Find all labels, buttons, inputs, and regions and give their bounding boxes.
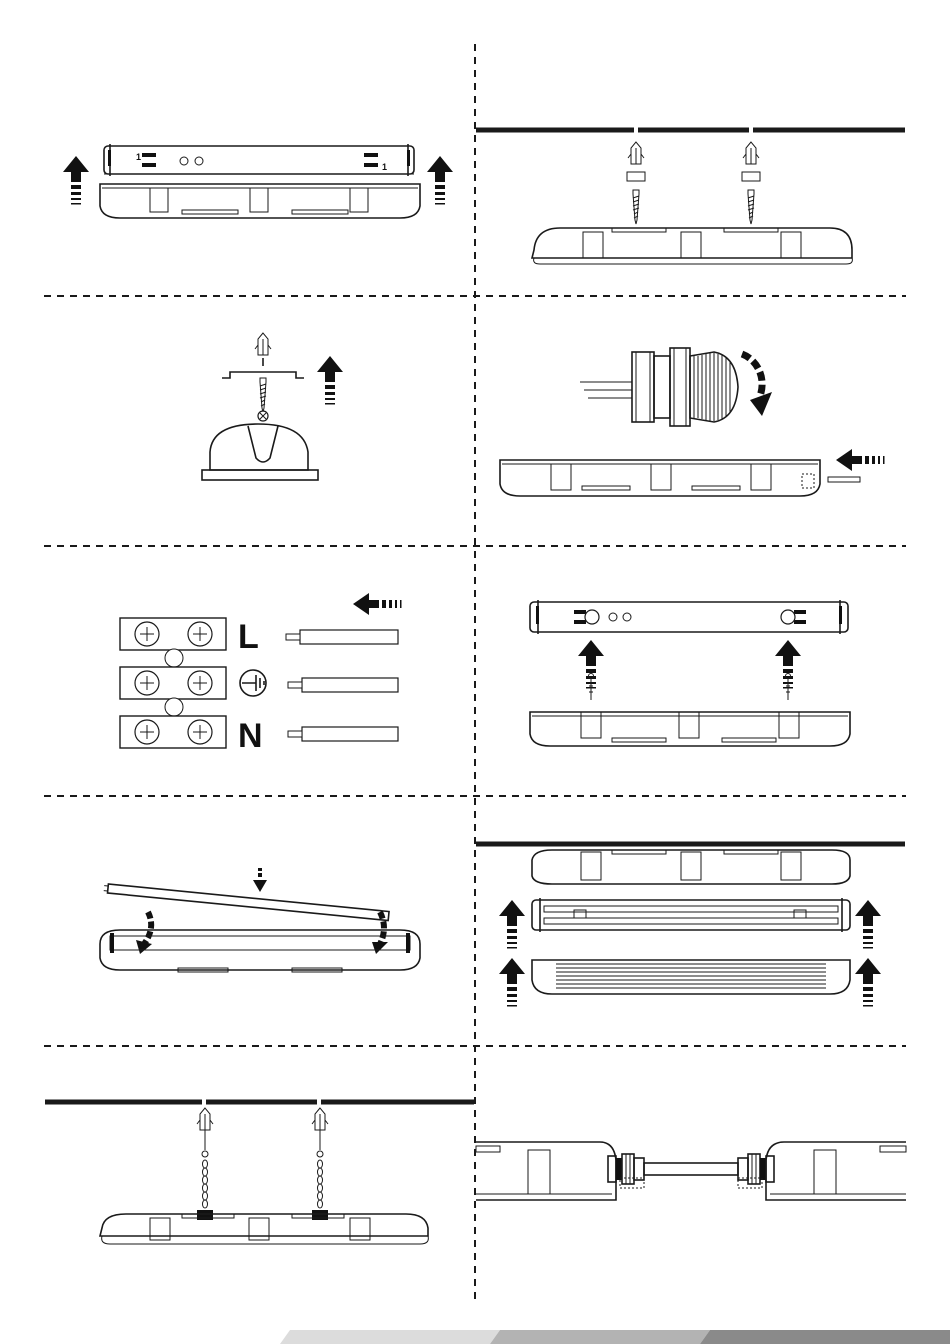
contact-label: 1 <box>136 152 141 162</box>
panel-1-remove-diffuser: 1 1 <box>63 144 453 218</box>
wall-plug-icon <box>628 142 644 164</box>
rotate-arrow-icon <box>742 354 772 416</box>
up-arrow-icon <box>499 958 525 1007</box>
screw-icon <box>748 190 754 224</box>
neutral-marking: N <box>238 717 263 755</box>
screw-icon <box>260 378 266 412</box>
footer-bands <box>280 1330 950 1344</box>
mounting-clip <box>222 372 304 378</box>
panel-10-link-two-fixtures <box>476 1142 906 1200</box>
panel-5-terminal-block-wiring: L N <box>120 593 402 755</box>
terminal-row-neutral: N <box>120 716 398 755</box>
wall-plug-icon <box>255 333 271 355</box>
wall-plug-icon <box>312 1108 328 1130</box>
up-arrow-icon <box>855 900 881 949</box>
end-cap <box>210 424 308 470</box>
panel-9-chain-suspension <box>45 1098 474 1244</box>
panel-2-ceiling-screw-mount <box>476 126 905 264</box>
terminal-marker-left: 1 <box>136 152 156 167</box>
contact-label: 1 <box>382 162 387 172</box>
wall-plug-icon <box>197 1108 213 1130</box>
left-arrow-icon <box>353 593 402 615</box>
down-arrow-icon <box>253 868 267 892</box>
panel-3-clip-bracket-mount <box>202 333 343 480</box>
footer-band-light <box>280 1330 500 1344</box>
terminal-row-ground <box>120 667 398 699</box>
terminal-row-live: L <box>120 618 398 656</box>
ground-symbol-icon <box>240 670 266 696</box>
up-arrow-icon <box>317 356 343 405</box>
panel-8-close-housing <box>476 844 905 1007</box>
up-arrow-icon <box>499 900 525 949</box>
chain-right <box>318 1160 323 1208</box>
up-arrow-icon <box>855 958 881 1007</box>
panel-6-mount-body-to-hooks <box>530 600 850 746</box>
footer-band-dark <box>700 1330 950 1344</box>
chain-left <box>203 1160 208 1208</box>
wall-plug-icon <box>743 142 759 164</box>
left-arrow-icon <box>836 449 885 471</box>
up-arrow-icon <box>63 156 89 205</box>
footer-band-mid <box>490 1330 710 1344</box>
terminal-marker-right: 1 <box>364 153 387 172</box>
up-arrow-icon <box>427 156 453 205</box>
panel-4-cable-gland-insert <box>500 348 885 496</box>
screw-icon <box>633 190 639 224</box>
live-marking: L <box>238 618 259 656</box>
panel-7-insert-tube <box>100 868 420 972</box>
